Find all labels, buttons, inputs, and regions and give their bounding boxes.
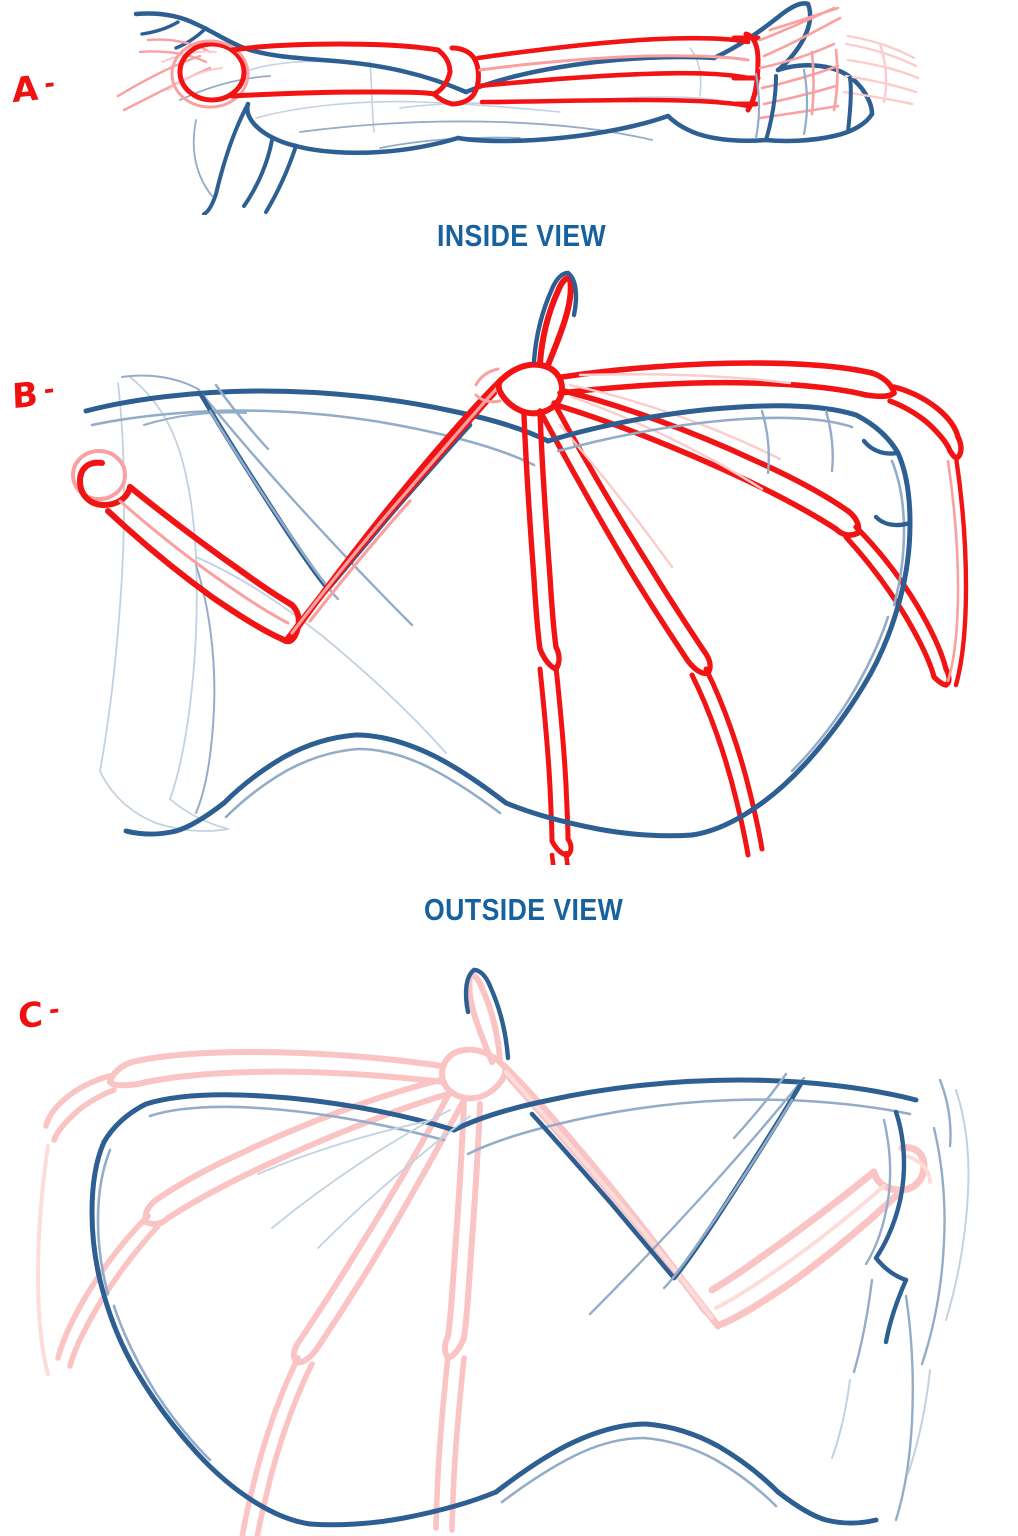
panel-b-sketch: [71, 270, 969, 865]
caption-inside-view: INSIDE VIEW: [437, 218, 607, 253]
panel-c-sketch: [36, 967, 970, 1536]
panel-a-sketch: [116, 1, 920, 215]
caption-outside-view: OUTSIDE VIEW: [424, 892, 624, 927]
